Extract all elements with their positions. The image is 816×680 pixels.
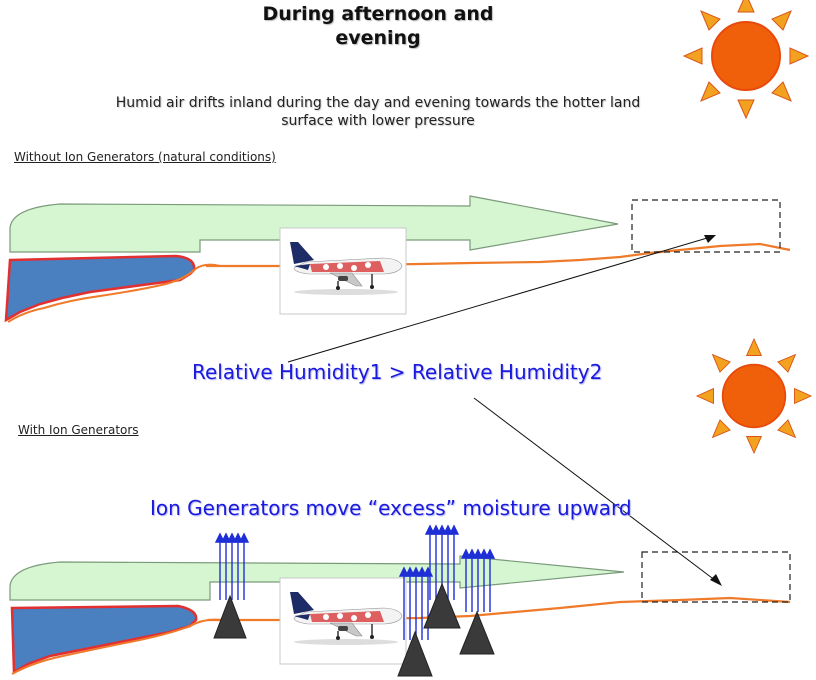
sun-icon-middle	[696, 338, 812, 454]
airflow-arrow-top	[9, 195, 619, 253]
section-label-with-ion: With Ion Generators	[18, 423, 139, 437]
ion-generator-4	[459, 610, 495, 655]
shoreline-bottom	[11, 618, 223, 675]
page-title: During afternoon and evening	[0, 2, 756, 50]
pointer-arrowhead-bottom	[710, 574, 722, 586]
pointer-line-top	[287, 235, 715, 363]
airplane-image-top	[279, 227, 407, 315]
ion-generator-3	[423, 582, 461, 629]
water-body-bottom	[10, 604, 198, 675]
ion-arrow-group-4	[460, 548, 496, 612]
ion-effect-text: Ion Generators move “excess” moisture up…	[150, 496, 632, 520]
target-box-top	[631, 199, 781, 253]
pointer-line-bottom	[473, 397, 721, 585]
shoreline-top	[7, 263, 221, 323]
humidity-relation-text: Relative Humidity1 > Relative Humidity2	[192, 360, 603, 384]
title-line-1: During afternoon and	[262, 3, 494, 25]
ion-generator-2	[397, 630, 433, 677]
subtitle: Humid air drifts inland during the day a…	[0, 94, 756, 130]
sun-icon-top	[683, 0, 809, 119]
target-box-bottom	[641, 551, 791, 603]
airplane-image-bottom	[279, 577, 407, 665]
title-line-2: evening	[335, 27, 421, 49]
subtitle-line-2: surface with lower pressure	[281, 113, 475, 129]
ion-arrow-group-1	[214, 532, 250, 600]
ion-generator-1	[213, 594, 247, 639]
pointer-arrowhead-top	[704, 235, 716, 243]
ion-arrow-group-3	[424, 524, 460, 600]
subtitle-line-1: Humid air drifts inland during the day a…	[115, 95, 641, 111]
section-label-without-ion: Without Ion Generators (natural conditio…	[14, 150, 276, 164]
